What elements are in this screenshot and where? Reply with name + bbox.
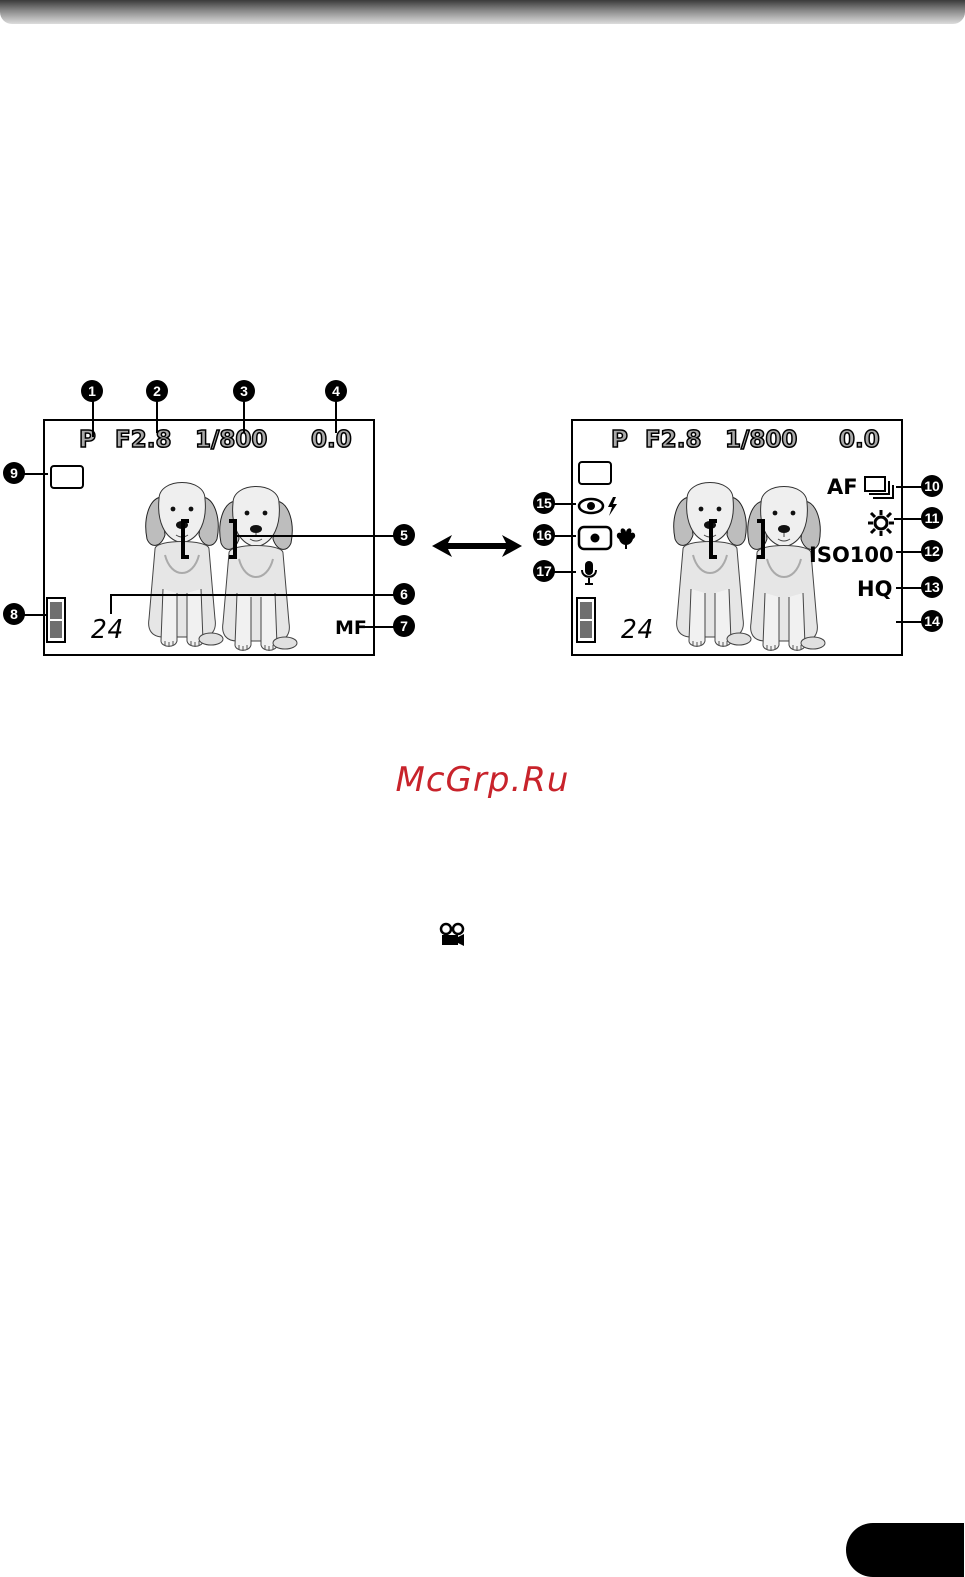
- callout-2: 2: [146, 380, 168, 402]
- red-eye-flash-icon: [577, 495, 621, 517]
- exposure-compensation: 0.0: [839, 427, 880, 453]
- callout-10: 10: [921, 475, 943, 497]
- callout-3: 3: [233, 380, 255, 402]
- page-tab: [846, 1523, 964, 1577]
- af-target-mark: [707, 517, 767, 561]
- callout-6: 6: [393, 583, 415, 605]
- callout-9: 9: [3, 462, 25, 484]
- record-mode-box: [578, 461, 612, 485]
- aperture-value: F2.8: [115, 427, 171, 453]
- callout-13: 13: [921, 576, 943, 598]
- battery-icon: [576, 597, 596, 643]
- record-mode-box: [50, 465, 84, 489]
- spot-macro-icons: [577, 525, 643, 551]
- double-arrow-icon: [430, 532, 524, 560]
- quality-indicator: HQ: [857, 577, 892, 601]
- callout-5: 5: [393, 524, 415, 546]
- battery-icon: [46, 597, 66, 643]
- focus-mode-indicator: MF: [335, 617, 367, 639]
- movie-camera-icon: [437, 922, 467, 948]
- af-target-mark: [179, 517, 239, 561]
- exposure-compensation: 0.0: [311, 427, 352, 453]
- callout-7: 7: [393, 615, 415, 637]
- watermark: McGrp.Ru: [0, 760, 965, 800]
- callout-16: 16: [533, 524, 555, 546]
- lcd-screen-detailed: P F2.8 1/800 0.0 24 AF: [571, 419, 903, 656]
- shutter-speed: 1/800: [725, 427, 797, 453]
- callout-14: 14: [921, 610, 943, 632]
- aperture-value: F2.8: [645, 427, 701, 453]
- shutter-speed: 1/800: [195, 427, 267, 453]
- callout-11: 11: [921, 507, 943, 529]
- lcd-screen-simple: P F2.8 1/800 0.0 24 MF: [43, 419, 375, 656]
- callout-1: 1: [81, 380, 103, 402]
- iso-indicator: ISO100: [809, 543, 894, 567]
- callout-8: 8: [3, 603, 25, 625]
- af-mode-indicator: AF: [827, 475, 858, 499]
- frames-remaining: 24: [621, 615, 654, 645]
- callout-12: 12: [921, 540, 943, 562]
- callout-15: 15: [533, 492, 555, 514]
- sequential-shooting-icon: [863, 475, 897, 501]
- sun-icon: [867, 509, 895, 537]
- header-bar: [0, 0, 965, 24]
- frames-remaining: 24: [91, 615, 124, 645]
- callout-4: 4: [325, 380, 347, 402]
- microphone-icon: [579, 559, 599, 587]
- callout-17: 17: [533, 560, 555, 582]
- shooting-mode: P: [611, 427, 628, 453]
